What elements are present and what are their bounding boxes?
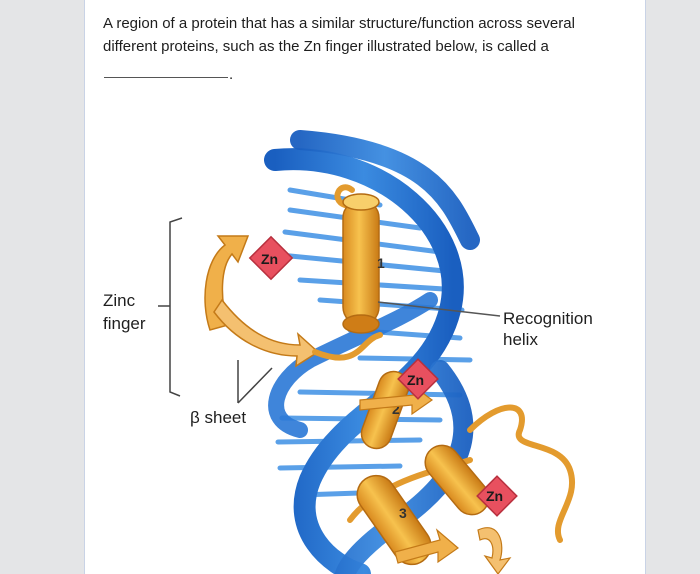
helix-number-3: 3 <box>399 505 407 521</box>
zinc-finger-label-line2: finger <box>103 314 146 333</box>
beta-sheet-arrow-2 <box>213 298 320 368</box>
beta-sheet-label: β sheet <box>190 408 247 427</box>
dna-strand-2 <box>290 130 480 574</box>
helix-number-1: 1 <box>377 255 385 271</box>
zn-label-3: Zn <box>486 488 503 504</box>
beta-sheet-arrow-5 <box>477 527 512 574</box>
dna-strand-2b <box>268 292 438 438</box>
protein-loop-1 <box>312 184 383 361</box>
answer-blank <box>104 77 228 78</box>
helix-number-2: 2 <box>392 401 400 417</box>
recognition-helix-label-line1: Recognition <box>503 309 593 328</box>
zn-label-1: Zn <box>261 251 278 267</box>
alpha-helix-1 <box>342 193 380 334</box>
beta-sheet-pointer <box>237 360 273 404</box>
zn-badge-1: Zn <box>248 235 294 281</box>
question-text: A region of a protein that has a similar… <box>103 15 575 55</box>
beta-sheet-arrow-4 <box>394 528 459 564</box>
blank-suffix: . <box>229 66 234 83</box>
recognition-helix-label-line2: helix <box>503 330 538 349</box>
zn-badge-3: Zn <box>476 475 518 517</box>
protein-loop-2 <box>467 404 575 543</box>
zinc-finger-bracket <box>169 217 183 397</box>
alpha-helix-3 <box>356 444 490 566</box>
zn-badge-2: Zn <box>397 358 439 400</box>
zinc-finger-label-line1: Zinc <box>103 291 136 310</box>
zn-label-2: Zn <box>407 372 424 388</box>
recognition-pointer <box>377 301 501 317</box>
